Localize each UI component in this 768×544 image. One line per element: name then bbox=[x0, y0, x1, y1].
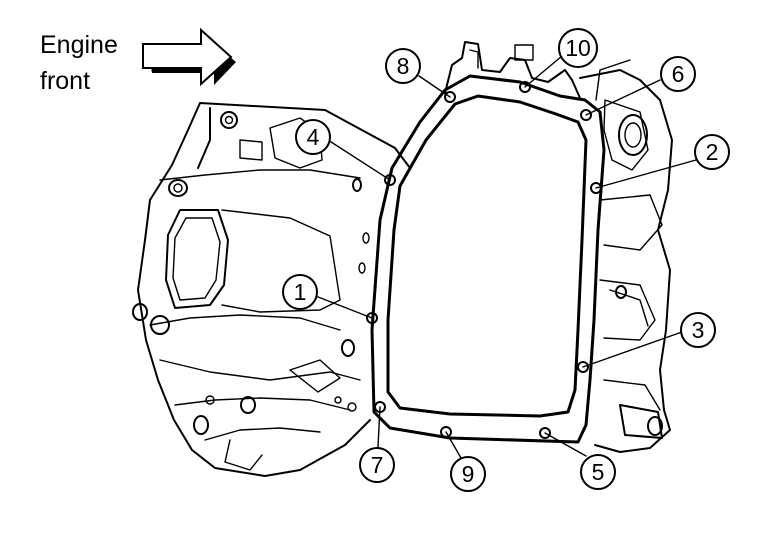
svg-text:10: 10 bbox=[565, 35, 591, 61]
callout-3: 3 bbox=[680, 312, 716, 348]
callout-5: 5 bbox=[580, 454, 616, 490]
bolt-holes bbox=[366, 81, 602, 439]
engine-body-outline bbox=[132, 102, 411, 477]
svg-text:9: 9 bbox=[462, 461, 475, 487]
svg-text:4: 4 bbox=[307, 124, 320, 150]
callout-9: 9 bbox=[450, 456, 486, 492]
callout-10: 10 bbox=[558, 28, 598, 68]
callout-8: 8 bbox=[385, 48, 421, 84]
engine-front-label-line2: front bbox=[40, 67, 91, 95]
svg-text:8: 8 bbox=[397, 53, 410, 79]
oil-pan-outer-flange bbox=[370, 74, 606, 444]
callout-6: 6 bbox=[660, 56, 696, 92]
svg-text:6: 6 bbox=[672, 61, 685, 87]
callout-2: 2 bbox=[694, 134, 730, 170]
leader-lines bbox=[312, 55, 697, 459]
right-arrow-3d-icon bbox=[142, 27, 236, 87]
callout-4: 4 bbox=[295, 119, 331, 155]
oil-pan-inner-edge bbox=[386, 94, 588, 418]
callout-7: 7 bbox=[359, 447, 395, 483]
engine-front-label-line1: Engine bbox=[40, 31, 118, 59]
svg-text:3: 3 bbox=[692, 317, 705, 343]
svg-text:2: 2 bbox=[706, 139, 719, 165]
svg-text:7: 7 bbox=[371, 452, 384, 478]
svg-text:1: 1 bbox=[294, 279, 307, 305]
top-bracket-outline bbox=[444, 41, 581, 99]
svg-text:5: 5 bbox=[592, 459, 605, 485]
callout-1: 1 bbox=[282, 274, 318, 310]
right-housing-outline bbox=[579, 59, 673, 453]
